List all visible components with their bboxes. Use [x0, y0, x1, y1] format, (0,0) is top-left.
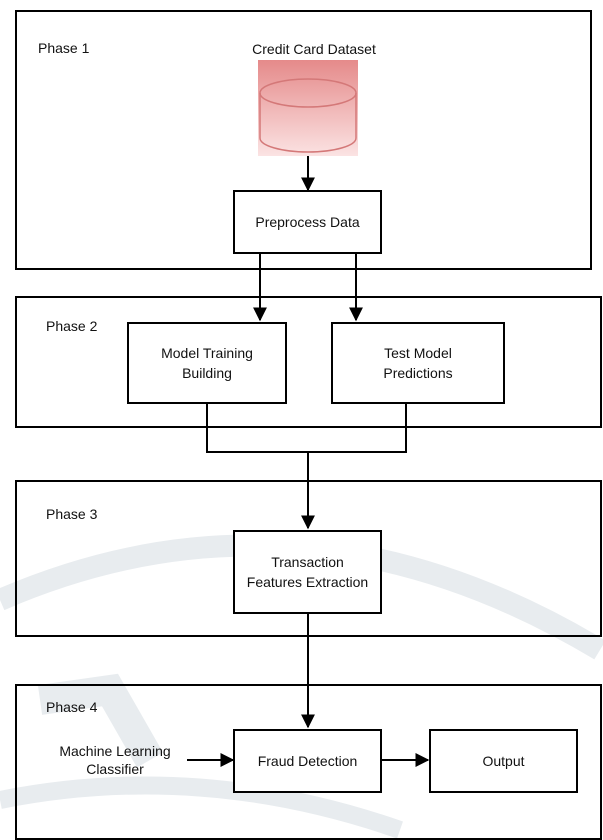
- ml-classifier-label: Machine Learning Classifier: [44, 742, 186, 778]
- ml-classifier-label-line2: Classifier: [86, 761, 144, 777]
- phase-3-label: Phase 3: [46, 506, 98, 522]
- dataset-label: Credit Card Dataset: [252, 41, 376, 57]
- ml-classifier-label-line1: Machine Learning: [59, 743, 171, 759]
- database-cylinder-icon: [258, 60, 358, 156]
- phase-4-label: Phase 4: [46, 699, 98, 715]
- model-training-box: Model Training Building: [127, 322, 287, 404]
- output-box: Output: [429, 729, 578, 793]
- transaction-label-line2: Features Extraction: [246, 574, 369, 590]
- merge-line-phase-2: [206, 403, 407, 453]
- phase-1-label: Phase 1: [38, 40, 90, 56]
- fraud-detection-box: Fraud Detection: [233, 729, 382, 793]
- preprocess-data-label: Preprocess Data: [255, 214, 360, 230]
- output-label: Output: [482, 753, 525, 769]
- test-model-label-line1: Test Model: [384, 345, 452, 361]
- phase-1-container: [15, 10, 592, 270]
- transaction-label-line1: Transaction: [271, 554, 344, 570]
- model-training-label-line2: Building: [182, 365, 232, 381]
- test-model-box: Test Model Predictions: [331, 322, 505, 404]
- phase-2-label: Phase 2: [46, 318, 98, 334]
- fraud-detection-label: Fraud Detection: [257, 753, 358, 769]
- test-model-label-line2: Predictions: [383, 365, 453, 381]
- transaction-features-box: Transaction Features Extraction: [233, 530, 382, 614]
- preprocess-data-box: Preprocess Data: [233, 190, 382, 254]
- phase-2-container: [15, 296, 602, 428]
- model-training-label-line1: Model Training: [161, 345, 253, 361]
